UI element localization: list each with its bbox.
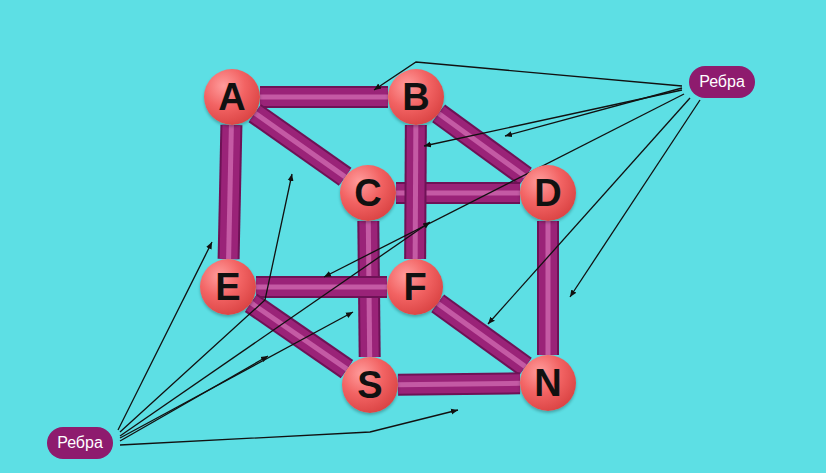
tube-stroke <box>255 113 345 177</box>
vertex-sphere: S <box>342 357 398 413</box>
vertex-sphere: N <box>520 355 576 411</box>
vertex-sphere: A <box>204 69 260 125</box>
tube-stroke <box>439 113 526 176</box>
tube-stroke <box>229 125 232 259</box>
vertex-sphere: E <box>200 259 256 315</box>
vertex-letter: A <box>218 78 245 116</box>
tube-stroke <box>438 303 526 366</box>
vertex-sphere: D <box>520 165 576 221</box>
edge-tube <box>415 125 417 259</box>
tube-stroke <box>438 303 526 366</box>
tube-stroke <box>398 383 520 384</box>
tube-stroke <box>260 95 388 100</box>
vertex-sphere: C <box>340 165 396 221</box>
vertex-sphere: F <box>387 259 443 315</box>
edge-tube <box>439 113 526 176</box>
tube-stroke <box>439 113 526 176</box>
callout-text: Ребра <box>57 434 103 452</box>
tube-stroke <box>398 383 520 384</box>
callout-label: Ребра <box>689 66 755 98</box>
tube-stroke <box>404 125 427 259</box>
edge-tube <box>438 303 526 366</box>
tube-stroke <box>255 113 345 177</box>
edge-tube <box>548 221 549 355</box>
tube-stroke <box>398 383 520 384</box>
callout-label: Ребра <box>47 427 113 459</box>
edge-tube <box>260 97 388 98</box>
vertex-letter: E <box>215 268 240 306</box>
callout-text: Ребра <box>699 73 745 91</box>
leader-arrows <box>118 62 700 445</box>
tube-stroke <box>406 125 425 259</box>
vertex-letter: F <box>403 268 426 306</box>
vertex-sphere: B <box>388 69 444 125</box>
tube-stroke <box>256 276 387 298</box>
vertex-letter: C <box>354 174 381 212</box>
tube-stroke <box>537 221 559 355</box>
tube-stroke <box>439 113 526 176</box>
tube-stroke <box>539 221 557 355</box>
edge-tube <box>255 113 345 177</box>
vertex-letter: S <box>357 366 382 404</box>
edge-tube <box>398 383 520 384</box>
tube-stroke <box>546 221 551 355</box>
edge-tube <box>229 125 232 259</box>
tube-stroke <box>229 125 232 259</box>
tube-stroke <box>256 278 387 296</box>
tube-stroke <box>413 125 419 259</box>
edge-tube <box>256 287 387 288</box>
tube-stroke <box>256 285 387 290</box>
tube-stroke <box>260 86 388 108</box>
tube-stroke <box>255 113 345 177</box>
tube-stroke <box>438 303 526 366</box>
vertex-letter: D <box>534 174 561 212</box>
tube-stroke <box>260 88 388 106</box>
tube-stroke <box>229 125 232 259</box>
vertex-letter: B <box>402 78 429 116</box>
vertex-letter: N <box>534 364 561 402</box>
